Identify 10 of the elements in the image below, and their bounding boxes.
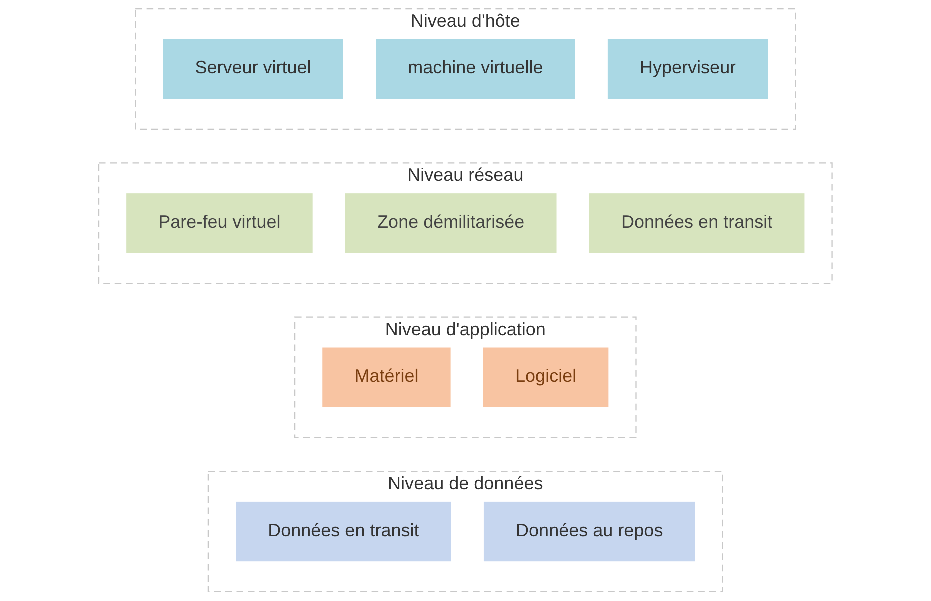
node-box: machine virtuelle	[376, 39, 576, 100]
node-box: Pare-feu virtuel	[126, 194, 313, 254]
node-box: Matériel	[322, 348, 451, 408]
node-box: Données en transit	[589, 194, 805, 254]
node-box: Hyperviseur	[608, 39, 768, 100]
node-box: Serveur virtuel	[162, 39, 344, 100]
node-box: Données en transit	[236, 502, 452, 562]
node-box: Zone démilitarisée	[345, 194, 557, 254]
node-box: Logiciel	[483, 348, 609, 408]
node-box: Données au repos	[484, 502, 696, 562]
